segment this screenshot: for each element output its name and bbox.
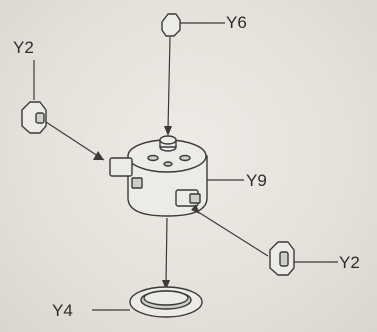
arrow-right [191,204,200,214]
part-y6-hex-plug [161,13,225,37]
label-y4: Y4 [52,301,73,320]
label-y2-bottom: Y2 [339,253,360,272]
part-y2-bottom-fitting [269,241,295,276]
label-y9: Y9 [246,171,267,190]
arrow-left [93,151,104,160]
axis-line-right [194,209,269,257]
arrow-top [164,126,172,136]
axis-line-top [167,36,171,131]
part-y2-top-fitting [21,101,47,134]
label-y6: Y6 [226,13,247,32]
arrow-bottom [162,280,170,290]
part-y4-o-ring [129,286,203,318]
label-y2-top: Y2 [13,38,34,57]
axis-line-bottom [165,217,168,285]
part-y9-body [109,135,208,217]
axis-line-left [45,121,105,161]
